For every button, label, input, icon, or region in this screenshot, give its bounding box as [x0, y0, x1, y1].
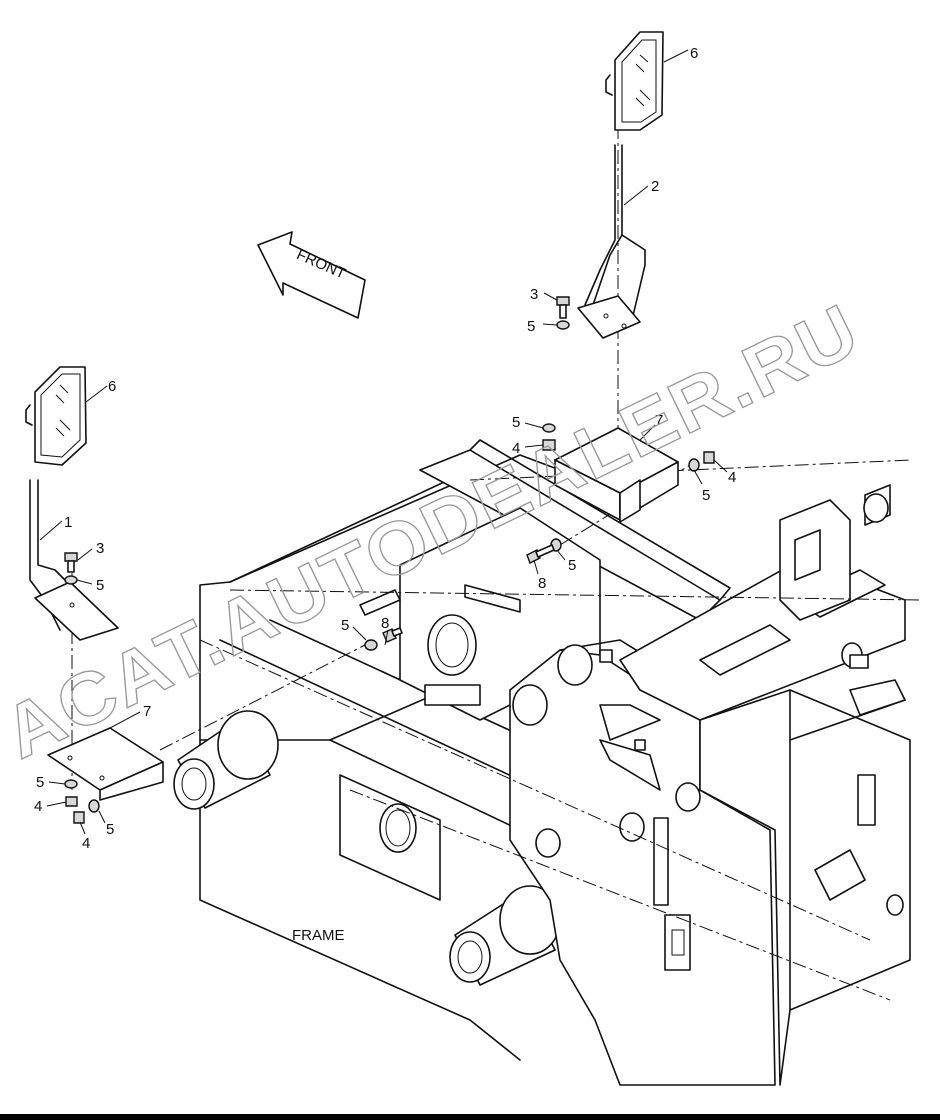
- callout-1: 1: [64, 514, 72, 531]
- callout-8-center: 8: [381, 615, 389, 632]
- bottom-border: [0, 1114, 940, 1120]
- bracket-left: [47, 727, 164, 801]
- callout-4-left-b: 4: [82, 835, 90, 852]
- leader-lines: [39, 49, 728, 835]
- callout-3-upper: 3: [530, 286, 538, 303]
- callout-3-left: 3: [96, 540, 104, 557]
- frame-body: [173, 439, 911, 1086]
- mirror-stay-left: [29, 479, 119, 641]
- frame-label: FRAME: [292, 927, 345, 944]
- mirror-left: [25, 366, 87, 466]
- callout-5-right: 5: [702, 487, 710, 504]
- callout-7-left: 7: [143, 703, 151, 720]
- callout-5-center: 5: [568, 557, 576, 574]
- callout-4-right: 4: [728, 469, 736, 486]
- callout-7-upper: 7: [655, 412, 663, 429]
- callout-8-upper: 8: [538, 575, 546, 592]
- callout-2: 2: [651, 178, 659, 195]
- mirror-upper: [605, 31, 664, 131]
- callout-5-upper: 5: [527, 318, 535, 335]
- callout-5-upper-bracket: 5: [512, 414, 520, 431]
- callout-4-left-a: 4: [34, 798, 42, 815]
- mirror-stay-upper: [577, 144, 646, 339]
- callouts: 6 2 3 5 6 1 3 5 7 5 4 4 5 8 5 8 5 7 5 4 …: [34, 45, 736, 852]
- callout-6-upper: 6: [690, 45, 698, 62]
- callout-5-left-bracket: 5: [36, 774, 44, 791]
- callout-5-left-b: 5: [106, 821, 114, 838]
- callout-5-frame: 5: [341, 617, 349, 634]
- callout-5-left-stay: 5: [96, 577, 104, 594]
- callout-6-left: 6: [108, 378, 116, 395]
- bracket-upper: [554, 427, 679, 523]
- front-direction-arrow: FRONT: [257, 231, 366, 319]
- callout-4-upper-bracket: 4: [512, 440, 520, 457]
- axle-cone-upper: [173, 710, 279, 810]
- axle-cone-lower: [449, 885, 561, 986]
